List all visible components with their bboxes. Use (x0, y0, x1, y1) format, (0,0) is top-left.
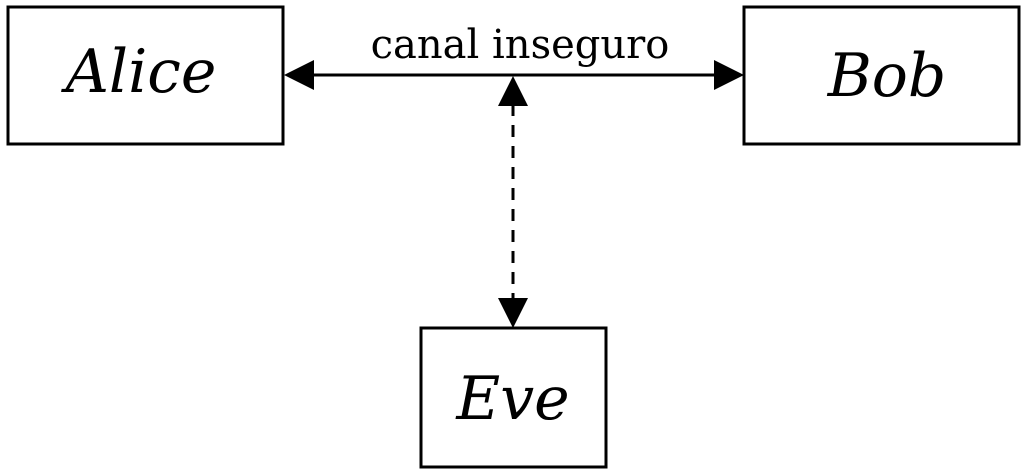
node-bob-label: Bob (827, 41, 947, 111)
node-alice-label: Alice (61, 37, 217, 107)
channel-label: canal inseguro (371, 22, 670, 68)
node-eve-box (419, 326, 608, 469)
arrowhead-right-icon (714, 60, 744, 90)
node-alice-box (6, 5, 285, 146)
arrowhead-up-icon (498, 76, 528, 106)
arrowhead-left-icon (284, 60, 314, 90)
arrowhead-down-icon (498, 298, 528, 328)
edge-eavesdrop (498, 76, 528, 328)
edge-insecure-channel: canal inseguro (284, 22, 744, 90)
node-eve: Eve (419, 326, 608, 469)
node-bob-box (742, 5, 1021, 146)
node-bob: Bob (742, 5, 1021, 146)
node-alice: Alice (6, 5, 285, 146)
node-eve-label: Eve (455, 364, 569, 434)
